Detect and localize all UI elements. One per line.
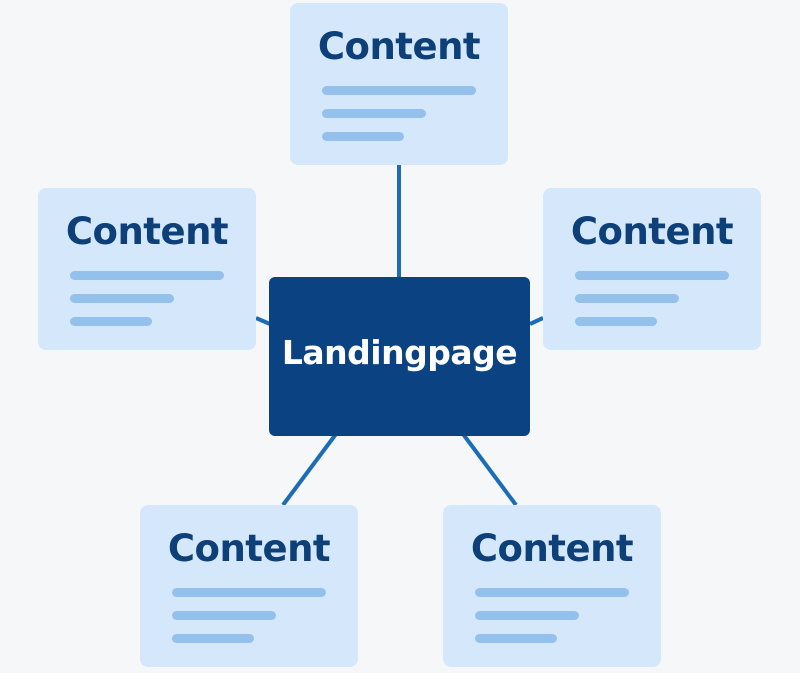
text-line-placeholder [575,271,729,280]
text-line-placeholder [172,634,254,643]
connector-bottom-right [461,432,518,507]
text-line-placeholder [475,611,579,620]
landingpage-hub: Landingpage [269,277,530,436]
text-line-placeholder [70,317,152,326]
content-node-title: Content [167,527,331,570]
content-node-right: Content [543,188,761,350]
content-node-left: Content [38,188,256,350]
text-line-placeholder [475,634,557,643]
text-line-placeholder [322,86,476,95]
text-line-placeholder [475,588,629,597]
content-node-bottom-right: Content [443,505,661,667]
text-line-placeholder [70,271,224,280]
content-node-title: Content [570,210,734,253]
content-node-bottom-left: Content [140,505,358,667]
text-line-placeholder [172,588,326,597]
connector-right [529,316,544,326]
text-line-placeholder [172,611,276,620]
hub-label: Landingpage [281,333,518,372]
connector-left [255,316,271,326]
text-line-placeholder [322,132,404,141]
text-line-placeholder [322,109,426,118]
content-node-top: Content [290,3,508,165]
text-line-placeholder [575,317,657,326]
content-node-title: Content [65,210,229,253]
content-node-title: Content [470,527,634,570]
content-node-title: Content [317,25,481,68]
connector-bottom-left [281,432,338,507]
text-line-placeholder [70,294,174,303]
text-line-placeholder [575,294,679,303]
